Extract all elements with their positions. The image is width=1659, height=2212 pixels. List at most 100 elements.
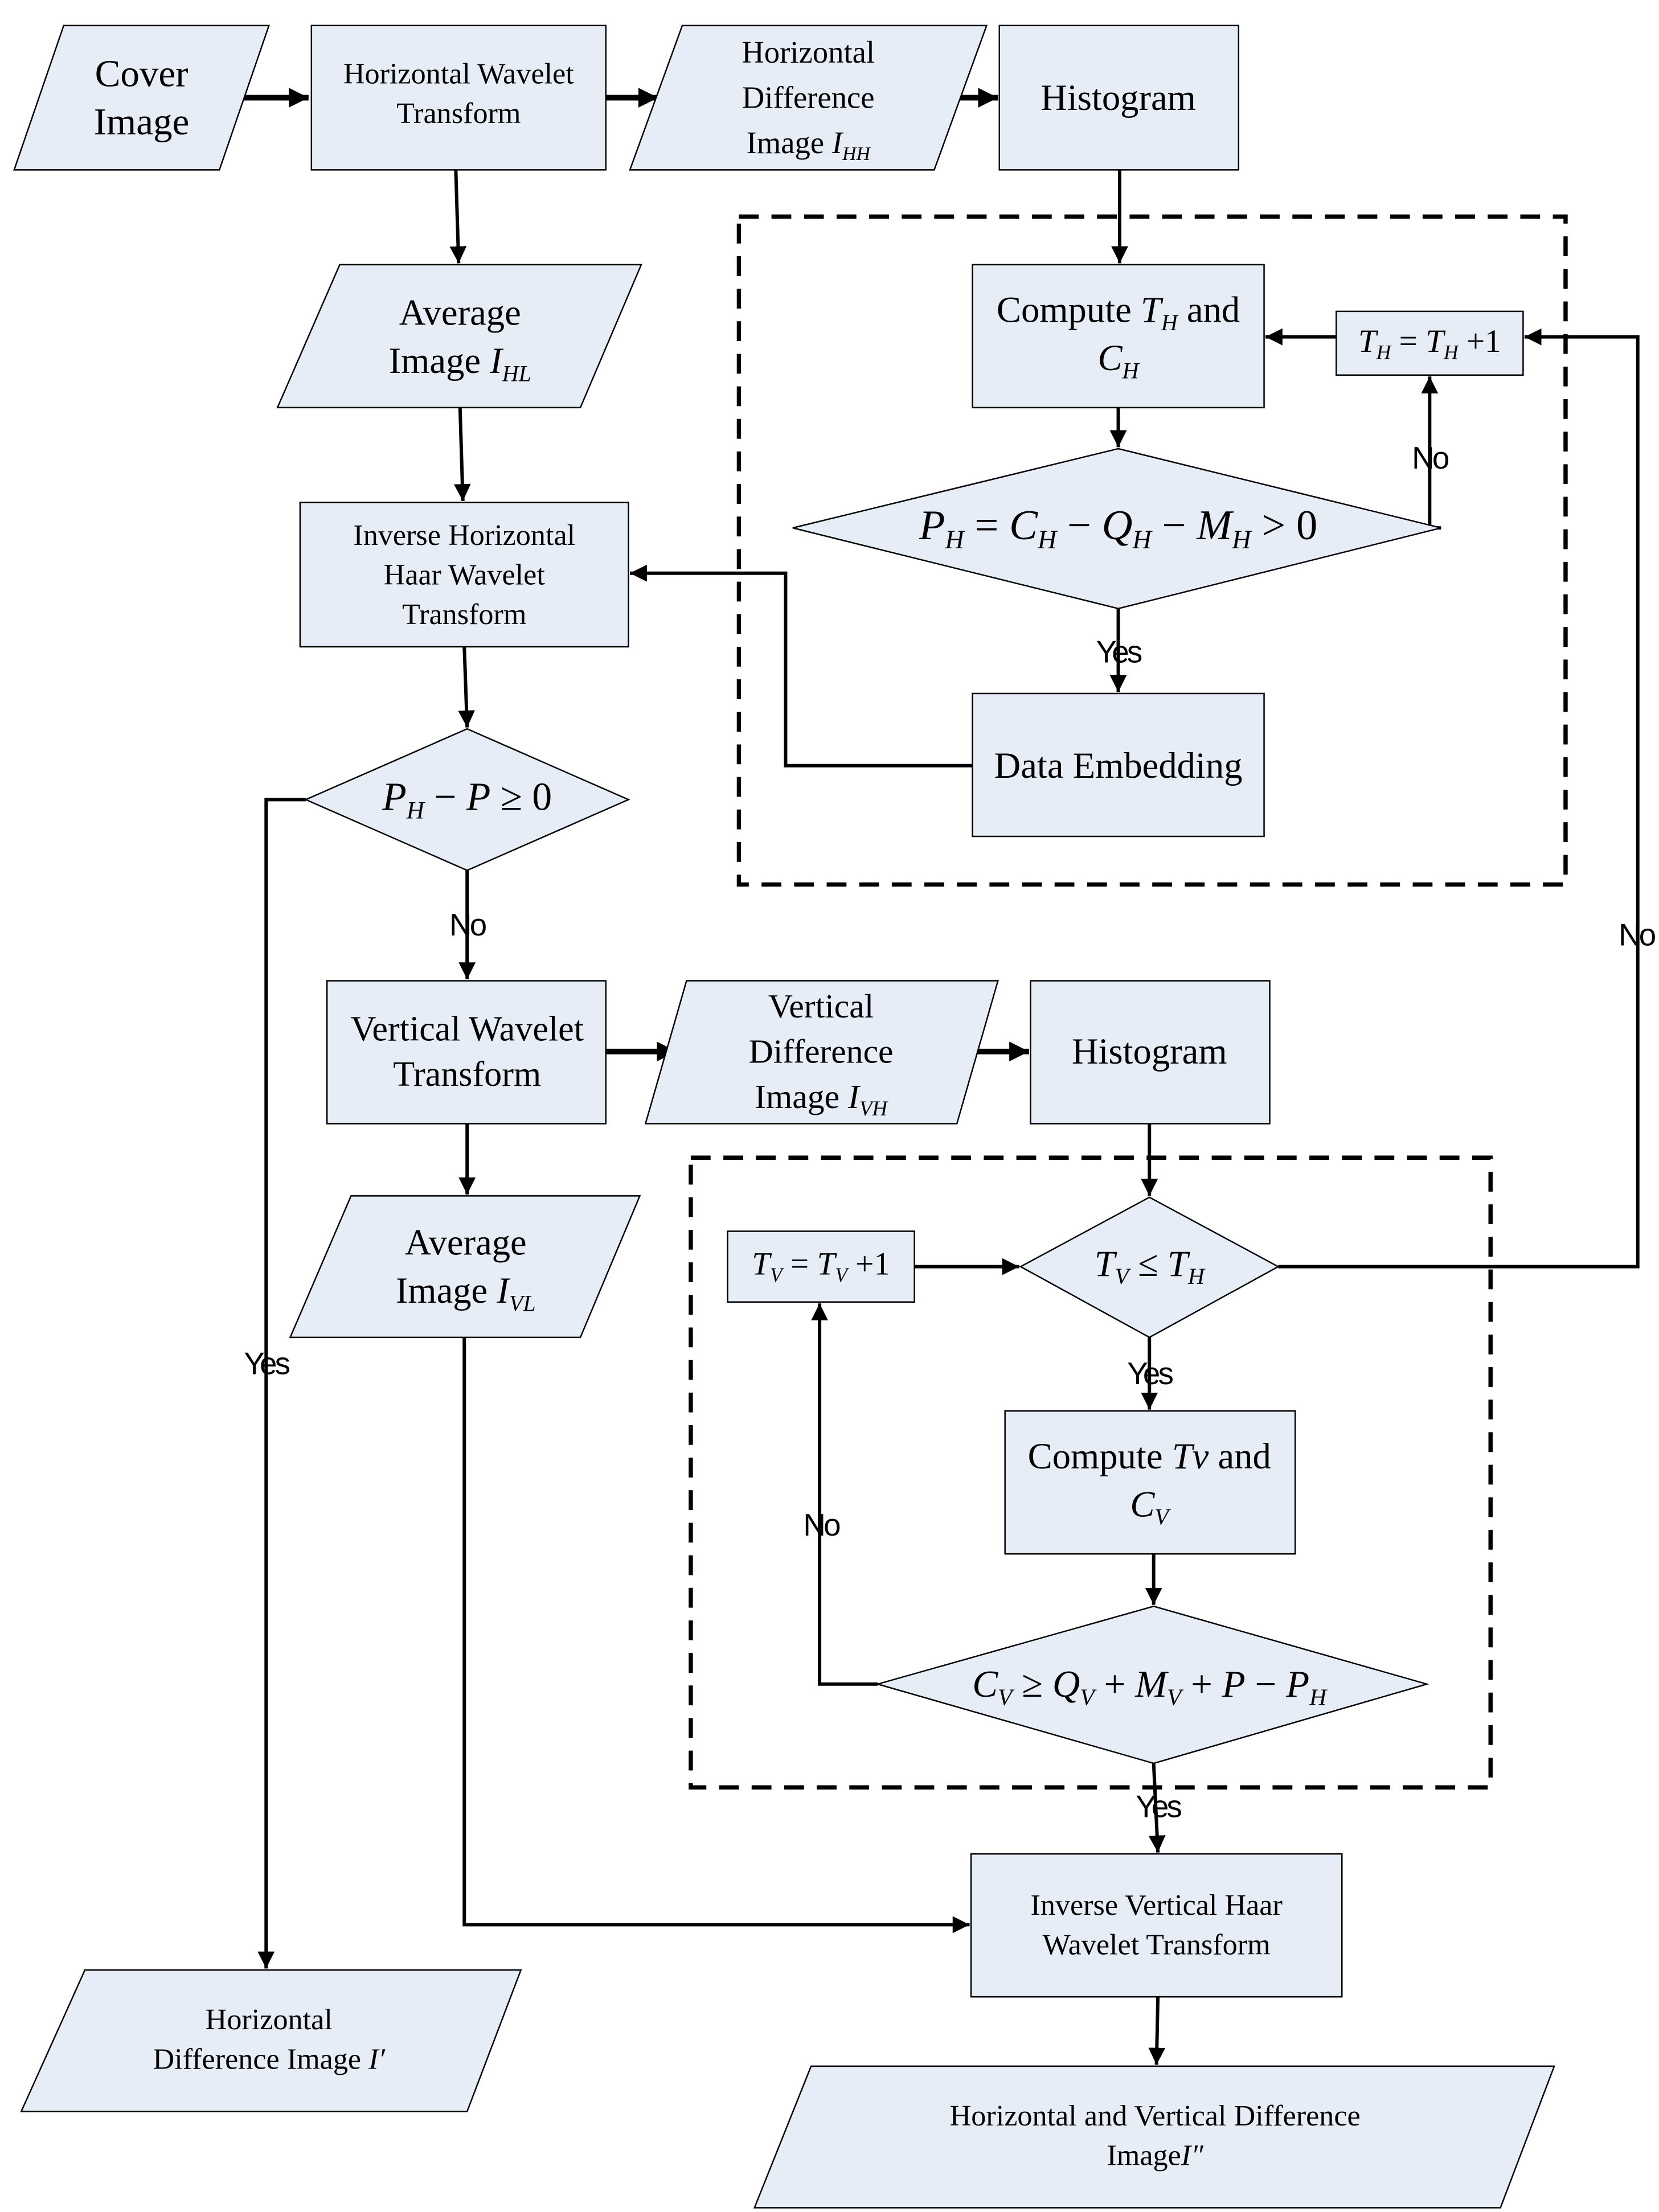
label-text: I xyxy=(847,1078,861,1115)
label-text: I′ xyxy=(368,2043,386,2076)
subscript: H xyxy=(1037,525,1058,554)
node-data-embedding[interactable]: Data Embedding xyxy=(972,692,1265,838)
subscript: H xyxy=(1187,1263,1206,1289)
node-label: PH = CH − QH − MH > 0 xyxy=(919,502,1317,554)
label-text: Image xyxy=(94,100,190,143)
label-line: TH = TH +1 xyxy=(1358,323,1501,364)
label-text: I xyxy=(489,340,504,381)
label-line: Cover xyxy=(95,52,189,95)
label-text: Image xyxy=(396,1270,497,1311)
label-text: Data Embedding xyxy=(994,745,1243,786)
label-text: Q xyxy=(1102,502,1133,549)
label-line: Difference xyxy=(742,80,875,115)
subscript: H xyxy=(1161,310,1179,335)
edge-label-yes: Yes xyxy=(1127,1356,1173,1391)
label-text: = xyxy=(964,502,1009,549)
arrow-tv-decision-no-to-th-increment xyxy=(1278,328,1640,1269)
label-line: Histogram xyxy=(1072,1031,1227,1072)
label-text: M xyxy=(1134,1663,1169,1705)
node-decision-ph-minus-p: PH − P ≥ 0 xyxy=(304,728,630,872)
arrow-ihhwt-to-decision xyxy=(458,646,476,728)
edge-label-yes: Yes xyxy=(1136,1788,1181,1824)
label-line: Compute TH and xyxy=(997,289,1240,335)
label-line: Horizontal Wavelet xyxy=(343,58,574,91)
label-line: PH − P ≥ 0 xyxy=(382,775,552,824)
label-text: and xyxy=(1178,289,1240,330)
label-text: M xyxy=(1196,502,1234,549)
label-line: Compute Tv and xyxy=(1028,1435,1271,1476)
label-text: Cover xyxy=(95,52,189,95)
label-text: +1 xyxy=(1459,323,1501,359)
label-line: Image IVH xyxy=(755,1078,888,1120)
node-label: PH − P ≥ 0 xyxy=(382,775,552,824)
label-line: Wavelet Transform xyxy=(1043,1928,1271,1961)
label-text: Horizontal and Vertical Difference xyxy=(950,2099,1361,2132)
label-text: Image xyxy=(755,1078,848,1115)
label-text: T xyxy=(1168,1243,1190,1284)
node-label: TV ≤ TH xyxy=(1095,1243,1206,1289)
label-line: Horizontal xyxy=(206,2003,333,2036)
label-text: C xyxy=(1098,337,1123,378)
label-line: Transform xyxy=(402,598,526,631)
label-text: − xyxy=(1152,502,1197,549)
label-line: Horizontal and Vertical Difference xyxy=(950,2099,1361,2132)
arrow-average-vl-to-ivhwt xyxy=(462,1337,970,1934)
label-text: Wavelet Transform xyxy=(1043,1928,1271,1961)
label-text: Average xyxy=(405,1222,527,1263)
edge-label-yes: Yes xyxy=(244,1346,289,1381)
subscript: V xyxy=(1155,1504,1171,1530)
label-line: TV = TV +1 xyxy=(752,1246,890,1286)
label-text: T xyxy=(752,1246,772,1282)
label-text: ≤ xyxy=(1129,1243,1168,1284)
arrow-cv-decision-no-to-tv-increment xyxy=(811,1303,878,1686)
arrow-decision-yes-to-output xyxy=(257,798,306,1969)
connectors xyxy=(237,88,1640,2065)
subscript: VH xyxy=(859,1097,889,1120)
subscript: H xyxy=(1132,525,1153,554)
label-line: Haar Wavelet xyxy=(384,558,546,591)
node-label: TV = TV +1 xyxy=(752,1246,890,1286)
label-text: I xyxy=(496,1270,511,1311)
label-line: Horizontal xyxy=(742,35,875,69)
subscript: H xyxy=(1376,341,1392,364)
label-line: CV ≥ QV + MV + P − PH xyxy=(972,1663,1328,1710)
label-text: and xyxy=(1209,1435,1271,1476)
label-text: Horizontal xyxy=(206,2003,333,2036)
label-text: P xyxy=(919,502,945,549)
label-text: T xyxy=(1141,289,1164,330)
label-text: Image xyxy=(1107,2139,1181,2172)
label-line: Histogram xyxy=(1041,77,1196,118)
label-line: PH = CH − QH − MH > 0 xyxy=(919,502,1317,554)
label-line: Image IHL xyxy=(389,340,531,386)
edge-label-no: No xyxy=(1412,440,1449,475)
node-label: TH = TH +1 xyxy=(1358,323,1501,364)
label-text: C xyxy=(1130,1483,1155,1524)
node-decision-cv: CV ≥ QV + MV + P − PH xyxy=(875,1605,1429,1764)
label-text: P xyxy=(1285,1663,1309,1705)
label-text: Difference xyxy=(742,80,875,115)
subscript: V xyxy=(1080,1684,1097,1710)
label-text: = xyxy=(783,1246,817,1282)
label-text: = xyxy=(1391,323,1425,359)
label-text: Image xyxy=(389,340,490,381)
label-text: ≥ xyxy=(1012,1663,1052,1705)
subscript: H xyxy=(406,798,426,824)
